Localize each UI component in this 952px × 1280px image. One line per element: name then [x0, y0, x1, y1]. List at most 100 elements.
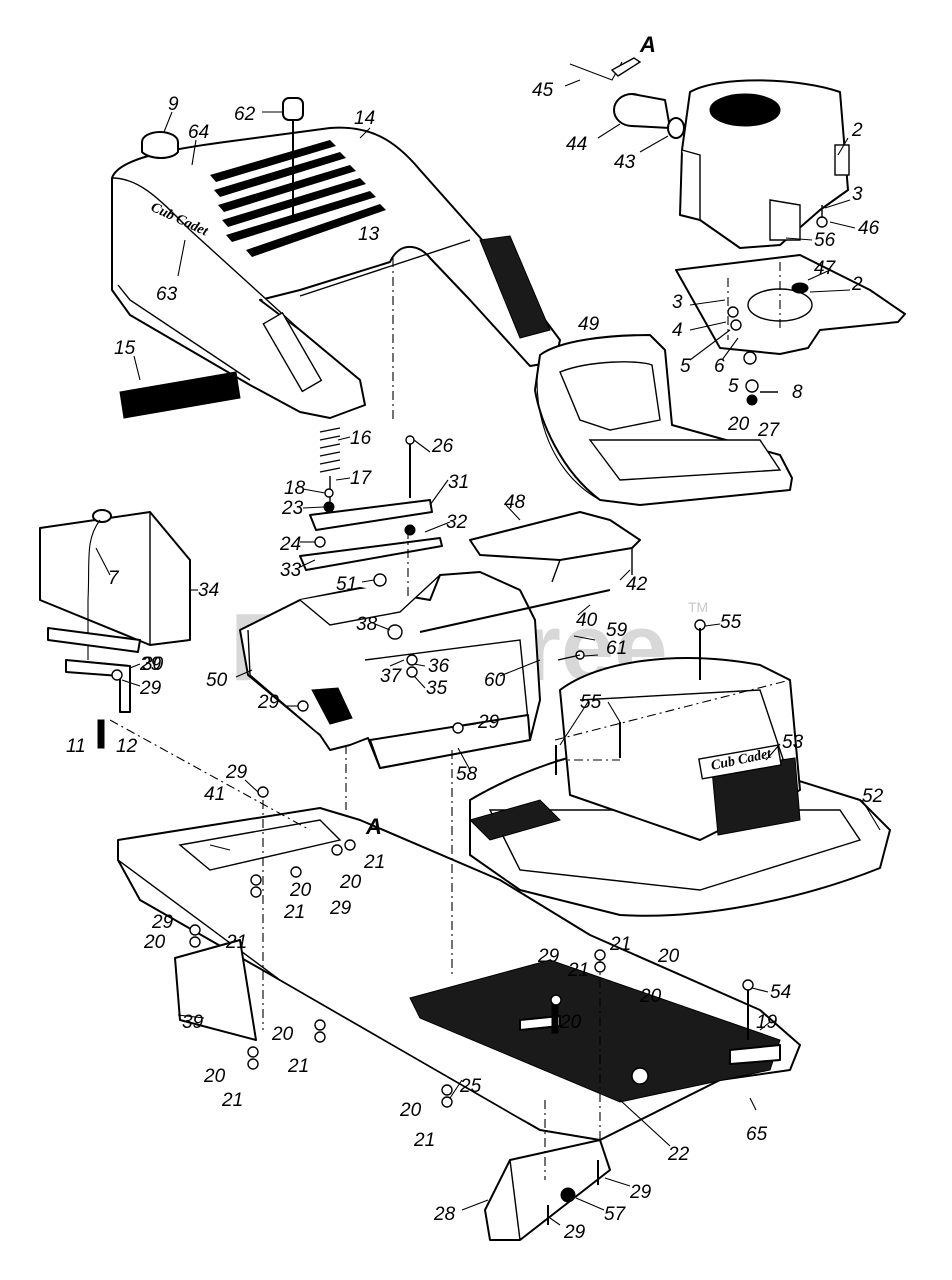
callout-43: 43 — [614, 152, 636, 173]
connector-marker-frame: A — [365, 814, 382, 839]
fastener-hardware — [97, 435, 754, 1225]
callout-29-frame-a: 29 — [225, 762, 248, 783]
callout-4: 4 — [672, 320, 683, 341]
callout-19: 19 — [756, 1012, 778, 1033]
callout-11: 11 — [66, 736, 86, 757]
callout-62: 62 — [234, 104, 256, 125]
callout-50: 50 — [206, 670, 228, 691]
foam-strip-part — [119, 371, 241, 419]
callout-26: 26 — [431, 436, 454, 457]
callout-21-f: 21 — [413, 1130, 435, 1151]
callout-40: 40 — [576, 610, 598, 631]
engine-mounting-plate-part — [675, 254, 906, 355]
lever-plate-part — [299, 499, 443, 571]
callout-35: 35 — [426, 678, 448, 699]
callout-53: 53 — [782, 732, 804, 753]
callout-21-e: 21 — [221, 1090, 243, 1111]
callout-36: 36 — [428, 656, 450, 677]
callout-33: 33 — [280, 560, 302, 581]
callout-37: 37 — [380, 666, 403, 687]
callout-48: 48 — [504, 492, 526, 513]
callout-29-tank-b: 29 — [139, 654, 162, 675]
callout-65: 65 — [746, 1124, 768, 1145]
callout-30: 30 — [142, 654, 164, 675]
fuel-tank-part — [39, 509, 191, 660]
callout-63: 63 — [156, 284, 178, 305]
callout-20-frame-b: 20 — [339, 872, 362, 893]
callout-52: 52 — [862, 786, 884, 807]
callout-13: 13 — [358, 224, 380, 245]
callout-21-b: 21 — [283, 902, 305, 923]
callout-44: 44 — [566, 134, 587, 155]
callout-34: 34 — [198, 580, 219, 601]
callout-3-plate: 3 — [672, 292, 683, 313]
callout-21-a: 21 — [363, 852, 385, 873]
callout-1: 2 — [851, 120, 863, 141]
chute-guard-part — [484, 1139, 611, 1241]
engine-hardware — [727, 205, 828, 406]
callout-21-c: 21 — [225, 932, 247, 953]
leader-lines — [95, 79, 881, 1226]
callout-18: 18 — [284, 478, 306, 499]
callout-9: 9 — [168, 94, 179, 115]
ignition-coil-part — [569, 57, 685, 139]
callout-55-top: 55 — [720, 612, 742, 633]
callout-56: 56 — [814, 230, 836, 251]
callout-21-d: 21 — [287, 1056, 309, 1077]
callout-29-center: 29 — [477, 712, 500, 733]
callout-47: 47 — [814, 258, 837, 279]
callout-20-frame-g: 20 — [559, 1012, 582, 1033]
callout-23: 23 — [281, 498, 304, 519]
callout-41: 41 — [204, 784, 225, 805]
callout-54: 54 — [770, 982, 791, 1003]
callout-20-frame-d: 20 — [271, 1024, 294, 1045]
callout-12: 12 — [116, 736, 138, 757]
callout-7: 7 — [108, 568, 120, 589]
callout-58: 58 — [456, 764, 478, 785]
callout-59: 59 — [606, 620, 628, 641]
callout-20-frame-e: 20 — [203, 1066, 226, 1087]
callout-labels: 2 2 3 3 4 5 5 6 7 8 9 11 12 13 14 15 16 … — [66, 80, 884, 1243]
callout-28: 28 — [433, 1204, 456, 1225]
callout-20-frame-h: 20 — [399, 1100, 422, 1121]
callout-17: 17 — [350, 468, 373, 489]
callout-27: 27 — [757, 420, 781, 441]
callout-20-frame-f: 20 — [657, 946, 680, 967]
control-housing-part — [239, 571, 541, 769]
callout-21-h: 21 — [567, 960, 589, 981]
watermark-trademark: TM — [688, 599, 708, 615]
callout-60: 60 — [484, 670, 506, 691]
callout-20-frame-a: 20 — [289, 880, 312, 901]
callout-5-lower: 5 — [728, 376, 739, 397]
callout-29-guard-b: 29 — [563, 1222, 586, 1243]
callout-21-g: 21 — [609, 934, 631, 955]
callout-20-frame-i: 20 — [639, 986, 662, 1007]
callout-20-frame-c: 20 — [143, 932, 166, 953]
callout-24: 24 — [279, 534, 301, 555]
callout-51: 51 — [336, 574, 357, 595]
choke-knob-part — [282, 97, 304, 222]
callout-29-housing: 29 — [257, 692, 280, 713]
callout-57: 57 — [604, 1204, 627, 1225]
callout-32: 32 — [446, 512, 468, 533]
callout-29-guard-a: 29 — [629, 1182, 652, 1203]
callout-49: 49 — [578, 314, 600, 335]
callout-2: 2 — [851, 274, 863, 295]
callout-25: 25 — [459, 1076, 482, 1097]
connector-marker-engine: A — [639, 32, 656, 57]
callout-64: 64 — [188, 122, 209, 143]
callout-29-frame-d: 29 — [537, 946, 560, 967]
callout-31: 31 — [448, 472, 469, 493]
side-skirt-part — [174, 939, 257, 1041]
callout-29-tank: 29 — [139, 678, 162, 699]
shift-pedestal-part: Cub Cadet — [559, 657, 801, 841]
callout-16: 16 — [350, 428, 372, 449]
callout-55-side: 55 — [580, 692, 602, 713]
callout-14: 14 — [354, 108, 375, 129]
callout-15: 15 — [114, 338, 136, 359]
engine-part — [679, 79, 850, 249]
callout-38: 38 — [356, 614, 378, 635]
callout-29-frame-c: 29 — [151, 912, 174, 933]
callout-39: 39 — [182, 1012, 204, 1033]
seat-bracket-part — [469, 511, 641, 583]
